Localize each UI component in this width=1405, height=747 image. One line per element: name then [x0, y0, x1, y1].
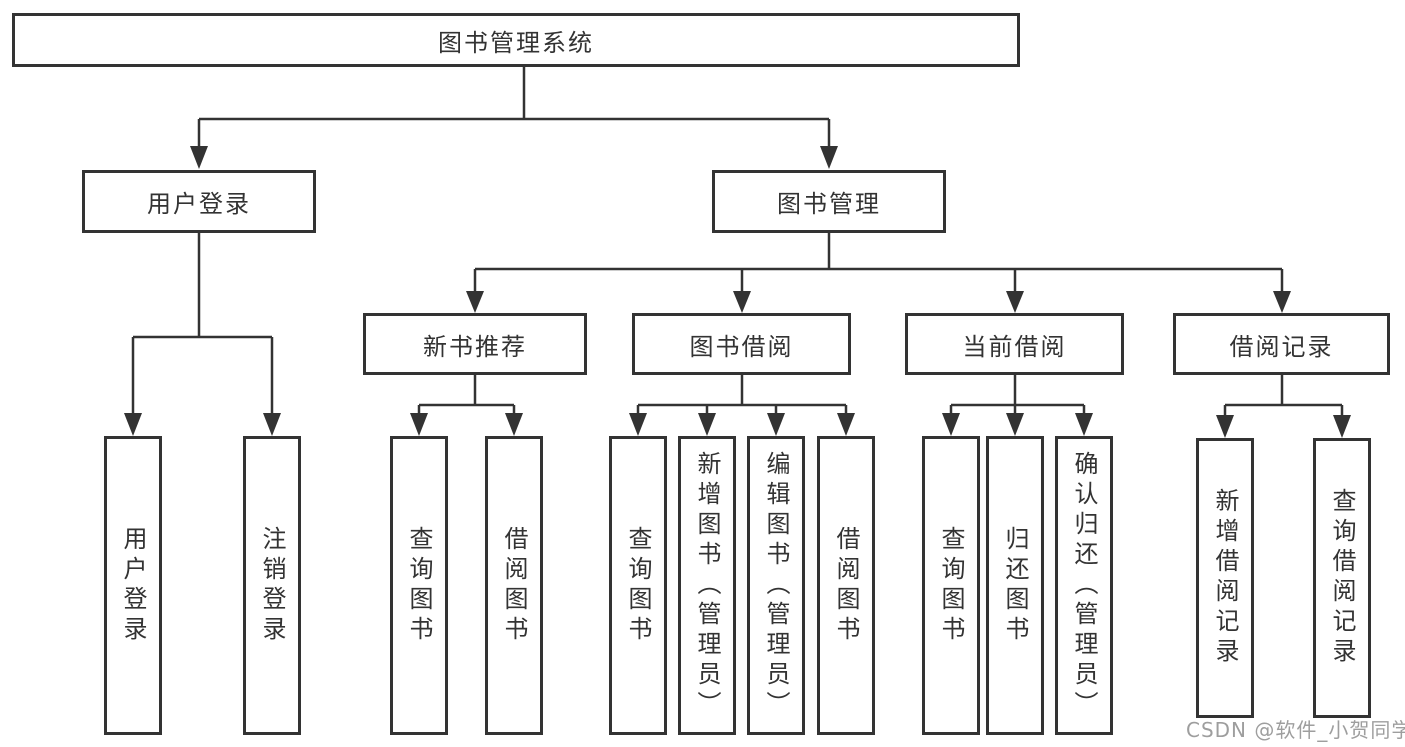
arrowhead: [698, 413, 716, 436]
arrowhead: [263, 413, 281, 436]
watermark-text: CSDN @软件_小贺同学: [1186, 718, 1405, 742]
edge-borrow-to-leaves: [636, 375, 848, 415]
arrowhead: [466, 291, 484, 313]
node-records: 借阅记录: [1173, 313, 1390, 375]
leaf-current-query: 查询图书: [922, 436, 980, 735]
leaf-newbook-query-label: 查询图书: [405, 525, 433, 646]
leaf-newbook-query: 查询图书: [390, 436, 448, 735]
node-root: 图书管理系统: [12, 13, 1020, 67]
edge-root-to-level2: [197, 66, 831, 148]
arrowhead: [124, 413, 142, 436]
node-book-mgmt-label: 图书管理: [777, 190, 881, 218]
leaf-current-confirm-label: 确认归还（管理员）: [1070, 450, 1098, 721]
leaf-current-return-label: 归还图书: [1001, 525, 1029, 646]
leaf-records-query: 查询借阅记录: [1313, 438, 1371, 718]
node-borrow-label: 图书借阅: [689, 332, 794, 361]
leaf-records-query-label: 查询借阅记录: [1328, 488, 1356, 668]
edge-newbook-to-leaves: [417, 375, 516, 415]
leaf-records-add: 新增借阅记录: [1196, 438, 1254, 718]
node-book-mgmt: 图书管理: [712, 170, 946, 233]
leaf-borrow-edit-label: 编辑图书（管理员）: [762, 450, 790, 721]
arrowhead: [767, 413, 785, 436]
arrowhead: [1333, 415, 1351, 438]
leaf-user-login-label: 用户登录: [119, 525, 147, 646]
leaf-logout: 注销登录: [243, 436, 301, 735]
edge-records-to-leaves: [1223, 375, 1344, 417]
leaf-current-query-label: 查询图书: [937, 525, 965, 646]
edge-userlogin-to-leaves: [131, 233, 274, 415]
arrowhead: [505, 413, 523, 436]
node-current: 当前借阅: [905, 313, 1124, 375]
leaf-borrow-borrow-label: 借阅图书: [832, 525, 860, 646]
node-current-label: 当前借阅: [962, 332, 1067, 361]
leaf-borrow-add-label: 新增图书（管理员）: [693, 450, 721, 721]
arrowhead: [190, 146, 208, 169]
arrowhead: [733, 291, 751, 313]
edge-current-to-leaves: [949, 375, 1086, 415]
leaf-user-login: 用户登录: [104, 436, 162, 735]
node-root-label: 图书管理系统: [438, 28, 594, 57]
leaf-borrow-query-label: 查询图书: [624, 525, 652, 646]
edge-bookmgmt-to-level3: [473, 233, 1284, 293]
node-user-login: 用户登录: [82, 170, 316, 233]
leaf-borrow-add: 新增图书（管理员）: [678, 436, 736, 735]
leaf-records-add-label: 新增借阅记录: [1211, 488, 1239, 668]
leaf-borrow-borrow: 借阅图书: [817, 436, 875, 735]
leaf-borrow-query: 查询图书: [609, 436, 667, 735]
arrowhead: [1075, 413, 1093, 436]
arrowhead: [1216, 415, 1234, 438]
leaf-current-confirm: 确认归还（管理员）: [1055, 436, 1113, 735]
node-borrow: 图书借阅: [632, 313, 851, 375]
leaf-logout-label: 注销登录: [258, 525, 286, 646]
leaf-newbook-borrow-label: 借阅图书: [500, 525, 528, 646]
arrowhead: [1006, 291, 1024, 313]
arrowhead: [410, 413, 428, 436]
arrowhead: [942, 413, 960, 436]
arrowhead: [820, 146, 838, 169]
arrowhead: [1006, 413, 1024, 436]
node-new-book-label: 新书推荐: [423, 332, 527, 361]
node-new-book: 新书推荐: [363, 313, 587, 375]
node-records-label: 借阅记录: [1229, 332, 1334, 361]
arrowhead: [837, 413, 855, 436]
leaf-borrow-edit: 编辑图书（管理员）: [747, 436, 805, 735]
arrowhead: [1273, 291, 1291, 313]
leaf-current-return: 归还图书: [986, 436, 1044, 735]
arrowhead: [629, 413, 647, 436]
leaf-newbook-borrow: 借阅图书: [485, 436, 543, 735]
node-user-login-label: 用户登录: [147, 190, 251, 218]
